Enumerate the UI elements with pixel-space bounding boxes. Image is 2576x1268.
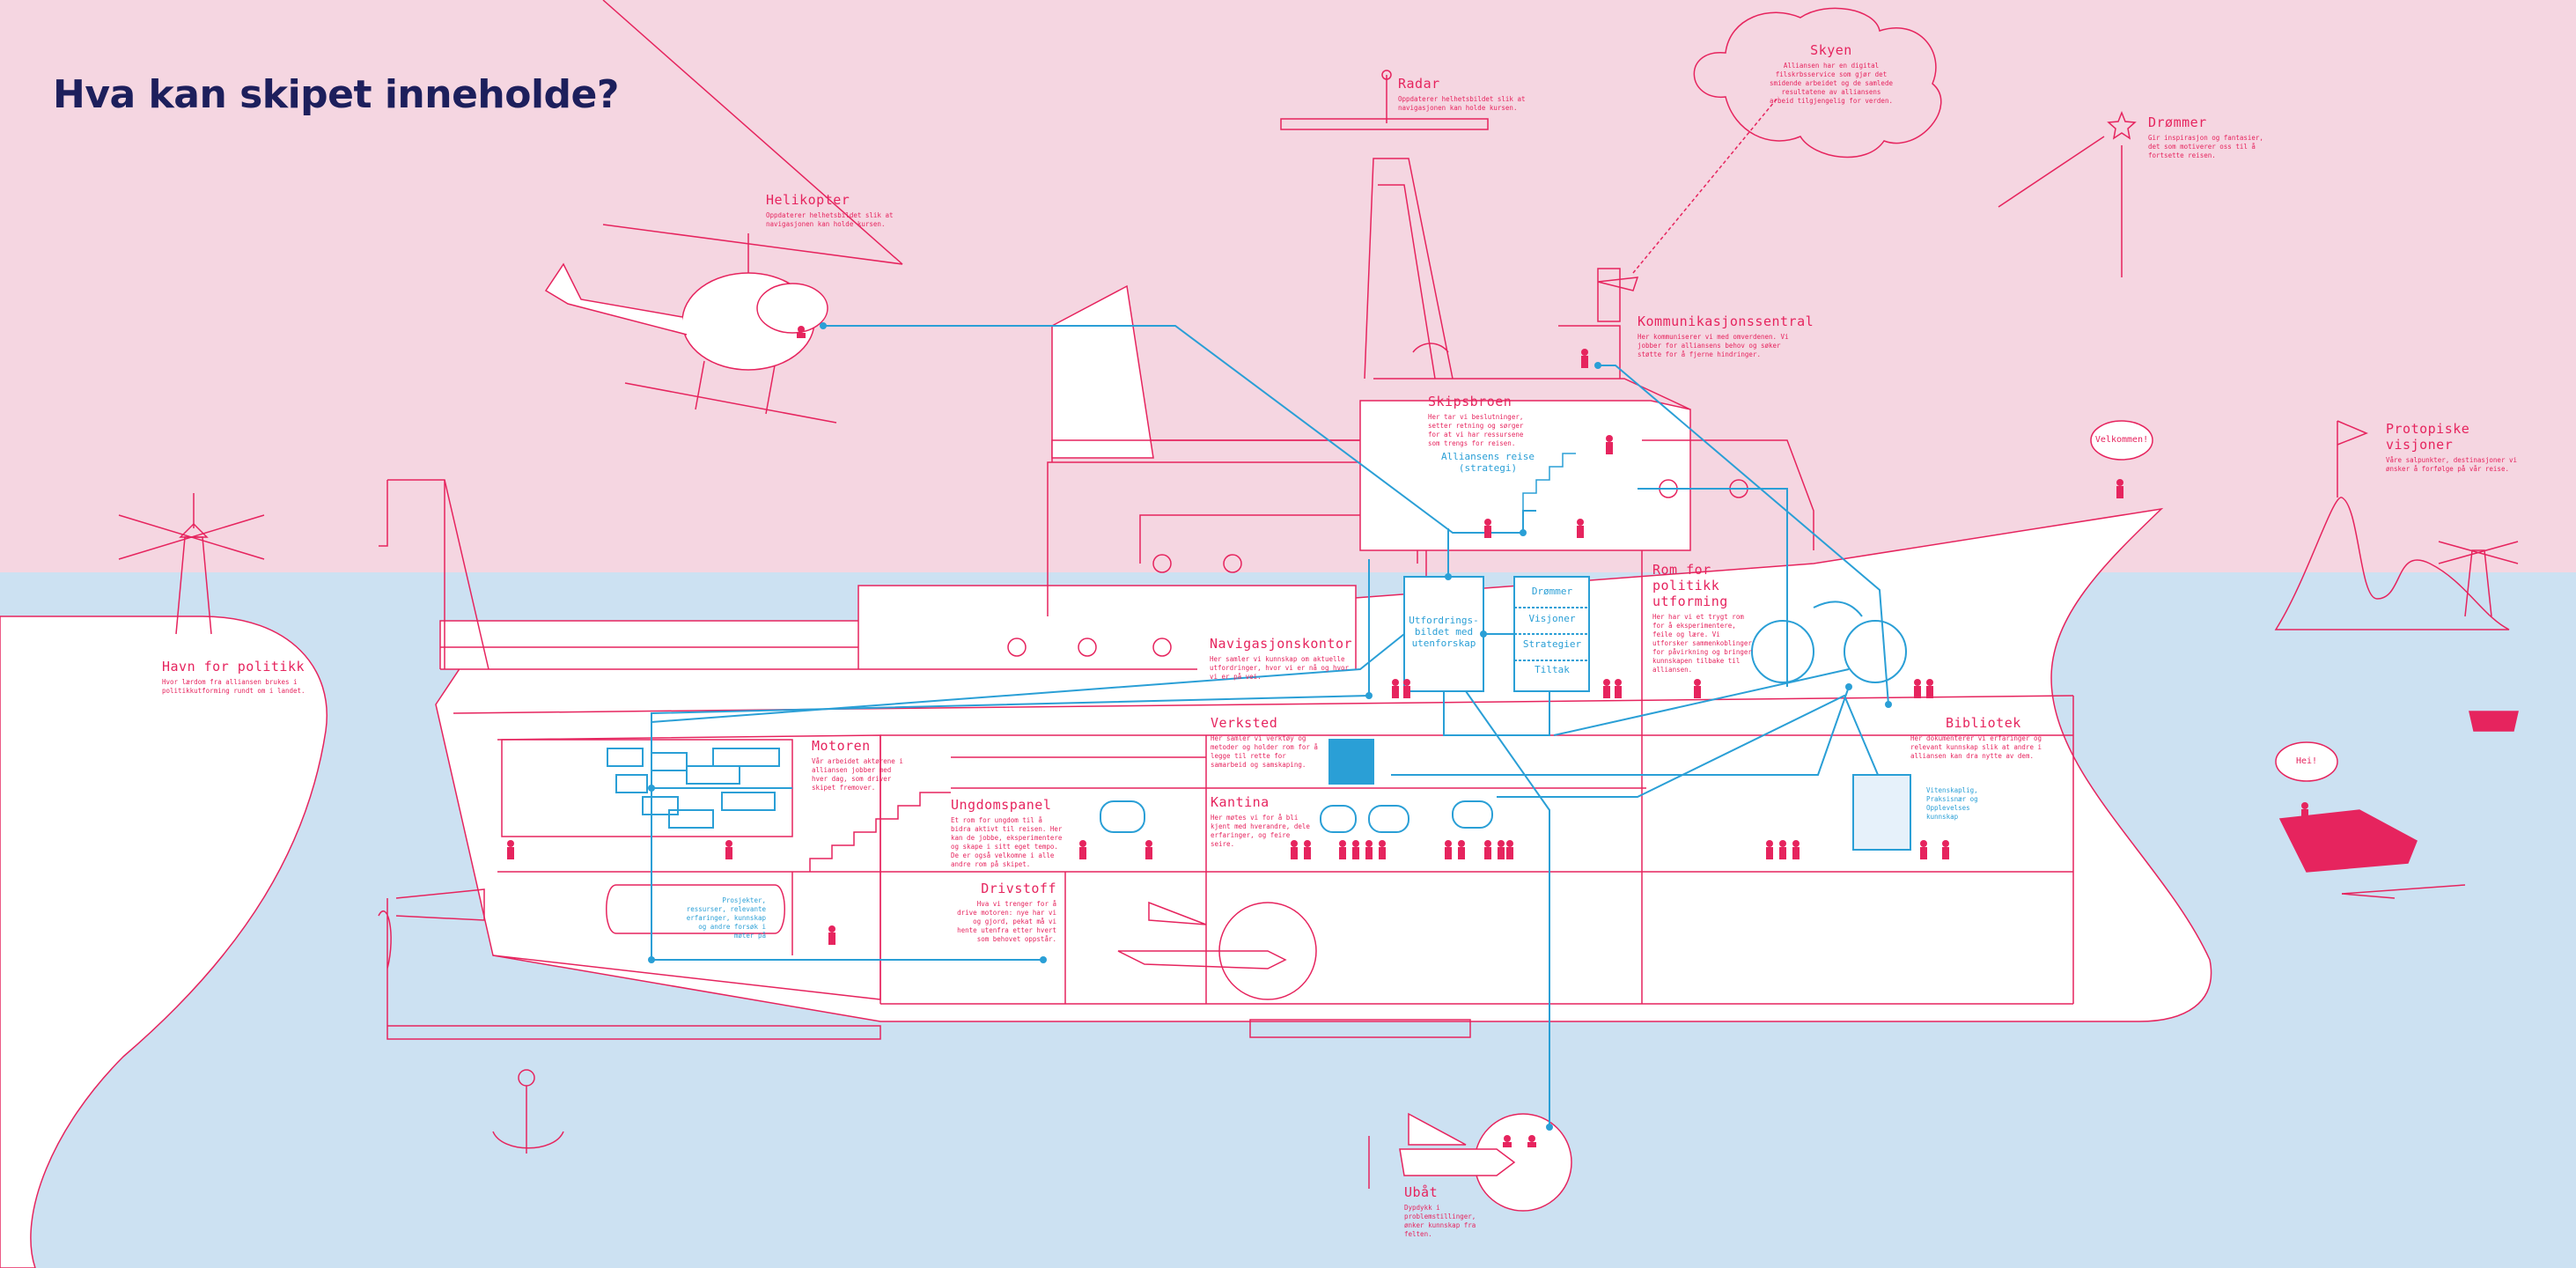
drivstoff-note: Prosjekter, ressurser, relevante erfarin…: [682, 896, 766, 940]
utfordringsbildet-text: Utfordrings-bildet med utenforskap: [1407, 615, 1481, 649]
strategier-box-text: Strategier: [1516, 638, 1588, 650]
anchor-icon: [493, 1070, 563, 1154]
lighthouse-right-icon: [2439, 542, 2518, 616]
page-title: Hva kan skipet inneholde?: [53, 72, 619, 117]
alliansens-reise-text: Alliansens reise (strategi): [1431, 451, 1545, 474]
mountains-icon: [2276, 498, 2509, 630]
flag-icon: [2337, 421, 2366, 445]
lighthouse-left-icon: [119, 493, 264, 634]
radar-mast-icon: [1281, 70, 1488, 379]
visjoner-box-text: Visjoner: [1516, 613, 1588, 624]
drommer-box-text: Drømmer: [1516, 586, 1588, 597]
velkommen-bubble: Velkommen!: [2091, 435, 2153, 445]
star-icon: [1998, 113, 2135, 277]
hei-bubble: Hei!: [2280, 756, 2333, 766]
harbor-land: [0, 616, 327, 1268]
satellite-icon: [1598, 97, 1778, 321]
person-icon: [507, 840, 514, 859]
boat-icon: [2280, 810, 2417, 872]
tiltak-box-text: Tiltak: [1516, 664, 1588, 675]
bibliotek-note: Vitenskaplig, Praksisnær og Opplevelses …: [1926, 786, 1988, 822]
